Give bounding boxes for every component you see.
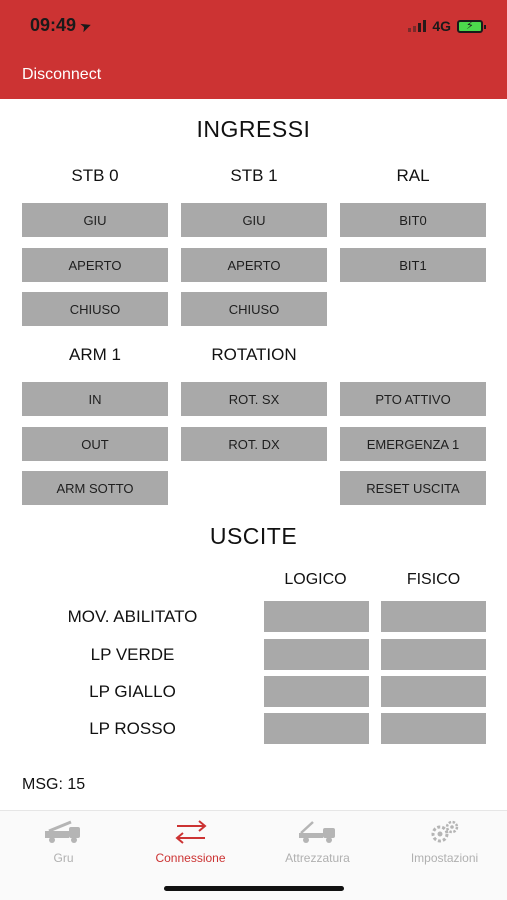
network-type: 4G [432,18,451,34]
lp-verde-fisico-indicator [381,639,486,670]
status-time: 09:49➤ [30,15,94,36]
tow-truck-icon [298,821,335,843]
tab-impostazioni-label: Impostazioni [410,851,479,865]
lp-giallo-logico-indicator [264,676,369,707]
ingressi-title: INGRESSI [196,116,311,142]
crane-truck-icon [44,820,80,843]
lp-rosso-label: LP ROSSO [89,719,176,738]
stb1-header: STB 1 [230,166,278,185]
rot-sx-button[interactable]: ROT. SX [181,382,327,416]
arm1-out-button[interactable]: OUT [22,427,168,461]
lp-rosso-fisico-indicator [381,713,486,744]
stb0-aperto-button[interactable]: APERTO [22,248,168,282]
arm-sotto-button[interactable]: ARM SOTTO [22,471,168,505]
tab-connessione-label: Connessione [155,851,226,865]
signal-icon [408,20,427,32]
stb0-header: STB 0 [71,166,119,185]
rotation-header: ROTATION [211,345,297,364]
stb1-chiuso-button[interactable]: CHIUSO [181,292,327,326]
swap-arrows-icon [174,820,207,844]
home-indicator [164,886,344,891]
lp-giallo-fisico-indicator [381,676,486,707]
arm1-header: ARM 1 [69,345,121,364]
reset-uscita-button[interactable]: RESET USCITA [340,471,486,505]
logico-header: LOGICO [284,571,347,588]
rot-dx-button[interactable]: ROT. DX [181,427,327,461]
battery-charging-icon: ⚡ [457,19,486,33]
mov-abilitato-logico-indicator [264,601,369,632]
mov-abilitato-label: MOV. ABILITATO [67,607,198,626]
fisico-header: FISICO [406,571,461,588]
arm1-in-button[interactable]: IN [22,382,168,416]
lp-verde-label: LP VERDE [90,645,175,664]
lp-verde-logico-indicator [264,639,369,670]
message-counter: MSG: 15 [22,776,86,793]
stb1-giu-button[interactable]: GIU [181,203,327,237]
tab-gru[interactable]: Gru [0,819,127,865]
disconnect-button[interactable]: Disconnect [22,66,102,83]
emergenza-1-button[interactable]: EMERGENZA 1 [340,427,486,461]
ral-bit1-button[interactable]: BIT1 [340,248,486,282]
status-time-text: 09:49 [30,15,77,35]
tab-attrezzatura[interactable]: Attrezzatura [254,819,381,865]
pto-attivo-button[interactable]: PTO ATTIVO [340,382,486,416]
tab-connessione[interactable]: Connessione [127,819,254,865]
ral-header: RAL [396,166,430,185]
ral-bit0-button[interactable]: BIT0 [340,203,486,237]
stb1-aperto-button[interactable]: APERTO [181,248,327,282]
lp-rosso-logico-indicator [264,713,369,744]
stb0-chiuso-button[interactable]: CHIUSO [22,292,168,326]
tab-gru-label: Gru [53,851,74,865]
uscite-title: USCITE [209,523,298,549]
bottom-tab-bar: Gru Connessione Attrezzatura Impostazion… [0,810,507,900]
tab-impostazioni[interactable]: Impostazioni [381,819,507,865]
location-arrow-icon: ➤ [77,16,94,36]
stb0-giu-button[interactable]: GIU [22,203,168,237]
lp-giallo-label: LP GIALLO [89,682,176,701]
status-indicators: 4G ⚡ [408,18,486,34]
gears-icon [431,820,458,843]
mov-abilitato-fisico-indicator [381,601,486,632]
tab-attrezzatura-label: Attrezzatura [285,851,350,865]
app-header: 09:49➤ 4G ⚡ Disconnect [0,0,507,99]
